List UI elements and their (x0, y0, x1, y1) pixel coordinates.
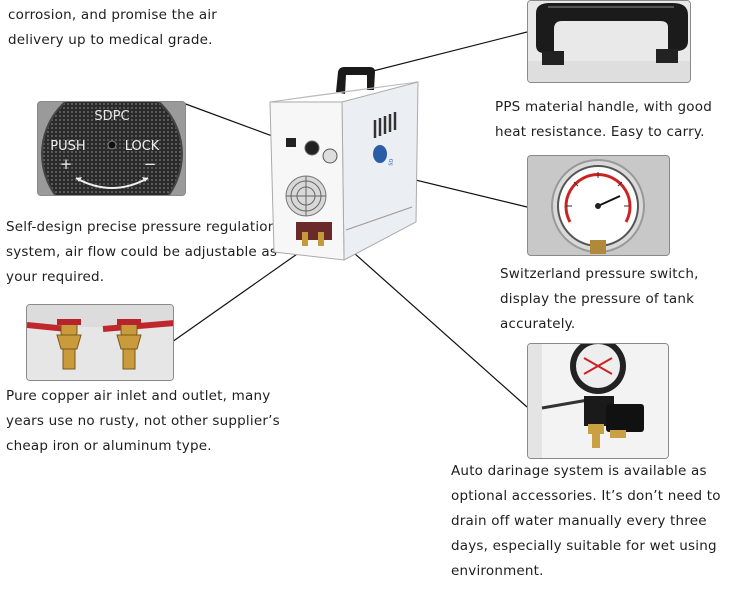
handle-callout-line (372, 31, 528, 72)
regulation-caption-line: Self-design precise pressure regulation (6, 219, 277, 235)
handle-icon (528, 1, 690, 82)
knob-minus-label: − (144, 155, 157, 173)
compressor-image: SD (262, 62, 422, 267)
drainage-caption-line: environment. (451, 563, 544, 579)
drainage-caption-line: Auto darinage system is available as (451, 463, 707, 479)
copper-caption: Pure copper air inlet and outlet, many y… (6, 384, 280, 459)
intro-caption-line: delivery up to medical grade. (8, 32, 213, 48)
svg-text:SD: SD (388, 158, 395, 166)
regulation-caption-line: your required. (6, 269, 105, 285)
handle-caption-line: heat resistance. Easy to carry. (495, 124, 705, 140)
handle-caption-line: PPS material handle, with good (495, 99, 712, 115)
copper-callout-line (171, 239, 318, 343)
pressure-gauge-icon (528, 156, 669, 255)
regulation-caption: Self-design precise pressure regulation … (6, 215, 277, 290)
copper-valves-photo (26, 304, 174, 381)
intro-caption-line: corrosion, and promise the air (8, 7, 218, 23)
pressure-gauge-photo (527, 155, 670, 256)
auto-drain-icon (528, 344, 668, 458)
brass-valve-icon (27, 305, 173, 380)
drainage-caption-line: days, especially suitable for wet using (451, 538, 717, 554)
knob-plus-label: + (60, 155, 73, 173)
knob-push-label: PUSH (50, 139, 85, 154)
regulator-knob-photo: SDPC PUSH LOCK + − (37, 101, 186, 196)
pressure-switch-caption-line: Switzerland pressure switch, (500, 266, 699, 282)
intro-caption: corrosion, and promise the air delivery … (8, 3, 217, 53)
handle-caption: PPS material handle, with good heat resi… (495, 95, 712, 145)
pressure-switch-caption-line: display the pressure of tank (500, 291, 695, 307)
knob-lock-label: LOCK (125, 139, 160, 154)
drainage-caption-line: optional accessories. It’s don’t need to (451, 488, 721, 504)
drainage-caption-line: drain off water manually every three (451, 513, 707, 529)
pressure-switch-caption: Switzerland pressure switch, display the… (500, 262, 699, 337)
pressure-switch-caption-line: accurately. (500, 316, 576, 332)
drain-callout-line (344, 244, 528, 408)
air-compressor-icon: SD (269, 67, 419, 261)
auto-drain-photo (527, 343, 669, 459)
copper-caption-line: Pure copper air inlet and outlet, many (6, 388, 271, 404)
regulation-caption-line: system, air flow could be adjustable as (6, 244, 278, 260)
handle-photo (527, 0, 691, 83)
regulator-knob-icon: SDPC PUSH LOCK + − (38, 102, 185, 195)
drainage-caption: Auto darinage system is available as opt… (451, 459, 721, 584)
knob-brand-label: SDPC (94, 109, 129, 124)
copper-caption-line: years use no rusty, not other supplier’s (6, 413, 280, 429)
copper-caption-line: cheap iron or aluminum type. (6, 438, 212, 454)
